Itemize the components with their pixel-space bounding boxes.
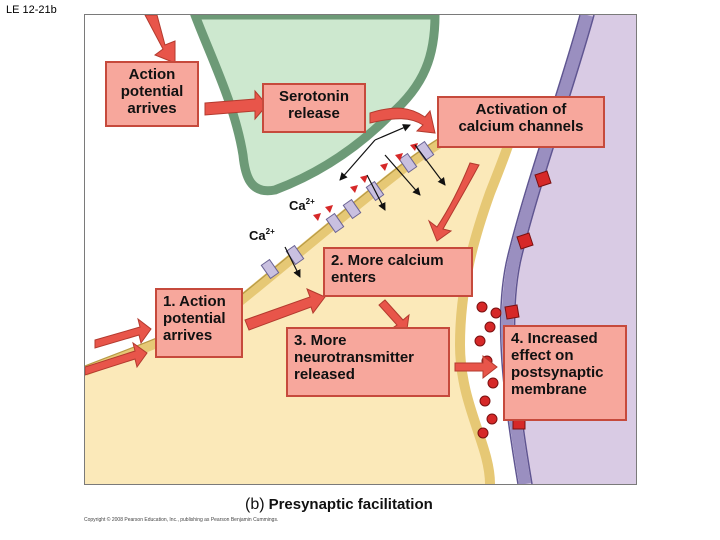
caption-title: Presynaptic facilitation xyxy=(268,496,433,513)
increased-effect-box: 4. Increased effect on postsynaptic memb… xyxy=(503,325,627,421)
serotonin-release-box: Serotonin release xyxy=(262,83,366,133)
figure-frame: Action potential arrives Serotonin relea… xyxy=(84,14,637,485)
copyright-notice: Copyright © 2008 Pearson Education, Inc.… xyxy=(84,517,279,523)
calcium-ion-label-lower: Ca2+ xyxy=(249,227,275,243)
process-arrows xyxy=(85,15,498,380)
panel-label: (b) xyxy=(245,496,265,513)
slide-label: LE 12-21b xyxy=(6,4,57,16)
action-potential-box-top: Action potential arrives xyxy=(105,61,199,127)
calcium-ion-label-upper: Ca2+ xyxy=(289,197,315,213)
more-calcium-box: 2. More calcium enters xyxy=(323,247,473,297)
calcium-channel-activation-box: Activation of calcium channels xyxy=(437,96,605,148)
serotonin-molecules xyxy=(313,143,418,221)
calcium-channels xyxy=(260,140,435,280)
more-neurotransmitter-box: 3. More neurotransmitter released xyxy=(286,327,450,397)
action-potential-box-1: 1. Action potential arrives xyxy=(155,288,243,358)
figure-caption: (b)Presynaptic facilitation xyxy=(245,496,433,514)
